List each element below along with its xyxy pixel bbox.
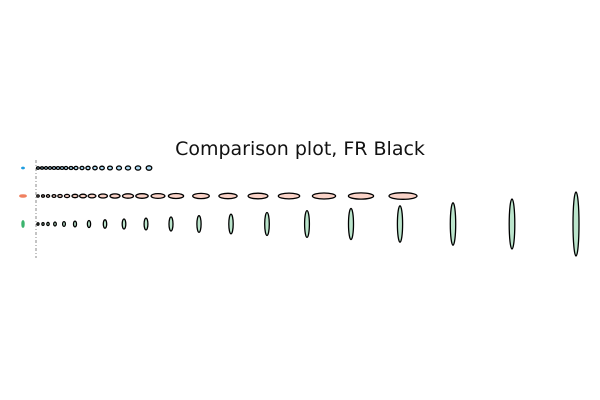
- data-point: [51, 165, 57, 171]
- data-point: [85, 165, 91, 171]
- legend-marker-1: [21, 166, 25, 170]
- data-point: [63, 165, 69, 171]
- data-point: [92, 165, 98, 171]
- chart-title: Comparison plot, FR Black: [175, 138, 425, 160]
- data-point: [145, 165, 153, 171]
- data-point: [121, 218, 127, 230]
- data-point: [99, 165, 105, 171]
- data-point: [347, 192, 375, 200]
- data-point: [218, 192, 238, 200]
- data-point: [228, 213, 234, 235]
- legend: [19, 166, 27, 228]
- data-point: [36, 194, 40, 198]
- data-point: [196, 215, 202, 233]
- data-point: [150, 192, 166, 200]
- data-point: [115, 165, 123, 171]
- data-point: [168, 216, 174, 232]
- data-point: [106, 165, 114, 171]
- data-point: [86, 219, 92, 229]
- marker-rows: [35, 165, 580, 257]
- data-point: [53, 221, 57, 227]
- data-point: [78, 193, 88, 199]
- data-point: [167, 192, 185, 200]
- data-point: [124, 165, 132, 171]
- data-point: [264, 211, 270, 237]
- data-point: [347, 207, 355, 241]
- data-point: [61, 220, 67, 228]
- data-point: [87, 193, 97, 199]
- data-point: [41, 221, 45, 227]
- legend-marker-2: [19, 194, 27, 198]
- data-point: [121, 193, 135, 199]
- data-point: [43, 166, 49, 170]
- data-point: [97, 193, 109, 199]
- data-point: [135, 193, 149, 199]
- data-point: [68, 165, 74, 171]
- data-point: [143, 217, 149, 231]
- data-point: [51, 193, 57, 199]
- data-point: [45, 194, 51, 198]
- data-point: [57, 193, 63, 199]
- data-point: [192, 192, 210, 200]
- data-point: [40, 194, 46, 198]
- data-point: [63, 193, 71, 199]
- data-point: [72, 220, 78, 228]
- data-point: [35, 166, 41, 170]
- data-point: [102, 219, 108, 229]
- data-point: [79, 165, 85, 171]
- marker-row-2: [36, 192, 418, 200]
- data-point: [311, 192, 337, 200]
- data-point: [134, 165, 142, 171]
- marker-row-1: [35, 165, 153, 171]
- data-point: [59, 165, 65, 171]
- data-point: [388, 192, 418, 200]
- data-point: [303, 209, 311, 239]
- data-point: [47, 166, 53, 170]
- data-point: [396, 205, 404, 243]
- data-point: [46, 221, 50, 227]
- data-point: [55, 165, 61, 171]
- data-point: [247, 192, 269, 200]
- data-point: [36, 222, 40, 226]
- data-point: [71, 193, 79, 199]
- legend-marker-3: [21, 220, 25, 228]
- data-point: [39, 166, 45, 170]
- data-point: [449, 202, 457, 246]
- data-point: [73, 165, 79, 171]
- data-point: [572, 191, 580, 257]
- marker-row-3: [36, 191, 580, 257]
- data-point: [277, 192, 301, 200]
- data-point: [508, 198, 516, 250]
- data-point: [109, 193, 121, 199]
